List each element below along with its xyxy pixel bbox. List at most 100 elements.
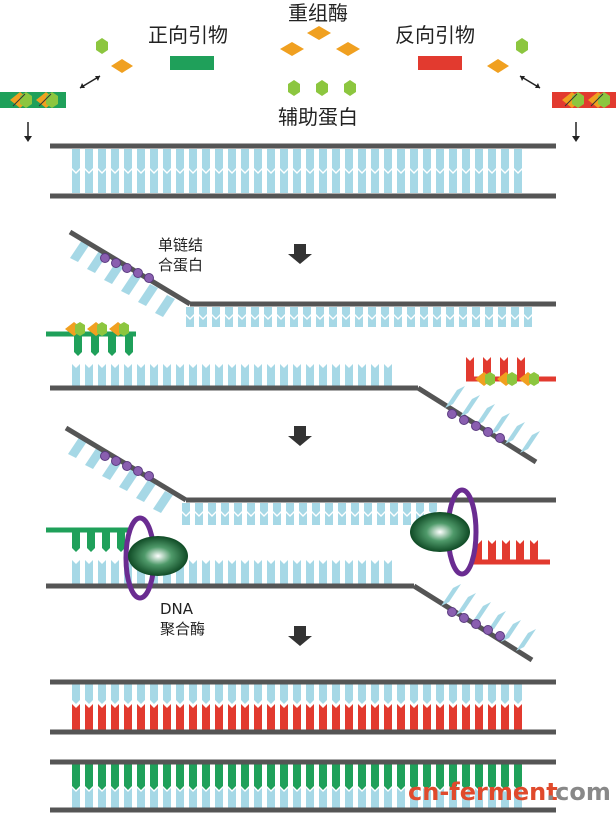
reverse-primer-label: 反向引物 [395,23,475,47]
base-bottom [137,704,145,730]
base-bottom [342,316,350,327]
base-displaced [441,584,461,606]
base-top [410,764,418,790]
recombinase-label: 重组酶 [288,1,348,25]
base-bottom [351,513,359,525]
base-bottom [433,316,441,327]
base-bottom [202,788,210,808]
base-primer [516,540,524,560]
watermark-part2: .com [546,778,611,806]
base-bottom [403,513,411,525]
base-bottom [410,170,418,193]
base-top [280,149,288,172]
base-bottom [163,788,171,808]
ssb-protein [447,607,457,617]
base-bottom [111,788,119,808]
ssb-protein [111,258,121,268]
base-bottom [394,316,402,327]
base-bottom [345,704,353,730]
base-top [111,764,119,790]
ssb-label-line1: 单链结 [158,236,203,254]
base-top [163,764,171,790]
ssb-label-line2: 合蛋白 [158,256,203,274]
base-top [280,764,288,790]
base-bottom [215,560,223,584]
base-bottom [384,788,392,808]
base-top [137,149,145,172]
base-top [436,149,444,172]
base-top [163,149,171,172]
components-legend: 正向引物 重组酶 反向引物 辅助蛋白 [0,1,616,142]
polymerase-label-line1: DNA [160,600,194,618]
base-bottom [124,170,132,193]
base-top [199,307,207,318]
base-top [251,307,259,318]
base-top [280,684,288,704]
base-bottom [251,316,259,327]
base-bottom [195,513,203,525]
polymerase-body [128,536,188,576]
base-bottom [202,560,210,584]
base-bottom [111,170,119,193]
base-bottom [137,170,145,193]
base-top [111,149,119,172]
reverse-primer-swatch [418,56,462,70]
base-bottom [332,170,340,193]
base-top [124,149,132,172]
base-bottom [264,316,272,327]
base-top [397,684,405,704]
base-top [345,764,353,790]
base-top [202,149,210,172]
base-bottom [163,364,171,386]
base-bottom [514,788,522,808]
base-top [225,307,233,318]
base-displaced [136,480,156,502]
base-top [286,503,294,515]
polymerase-body [410,512,470,552]
base-top [410,684,418,704]
base-bottom [241,170,249,193]
base-top [371,149,379,172]
base-top [462,149,470,172]
base-top [462,684,470,704]
base-bottom [501,788,509,808]
base-bottom [293,170,301,193]
base-top [423,764,431,790]
base-top [407,307,415,318]
base-bottom [267,364,275,386]
base-bottom [85,560,93,584]
base-top [332,764,340,790]
base-bottom [85,170,93,193]
down-arrow-icon [288,244,312,264]
base-bottom [436,170,444,193]
base-top [371,764,379,790]
base-bottom [358,364,366,386]
base-bottom [85,704,93,730]
base-bottom [176,170,184,193]
base-primer [517,357,525,377]
base-bottom [189,704,197,730]
base-bottom [150,704,158,730]
base-bottom [381,316,389,327]
base-bottom [150,364,158,386]
base-top [514,684,522,704]
base-top [345,684,353,704]
base-bottom [319,560,327,584]
base-bottom [241,788,249,808]
ssb-protein [133,268,143,278]
base-bottom [319,170,327,193]
base-displaced [516,629,536,651]
base-top [212,307,220,318]
helper-protein-label: 辅助蛋白 [278,105,358,129]
base-displaced [475,404,495,426]
base-displaced [138,284,158,306]
base-top [384,764,392,790]
base-top [364,503,372,515]
base-bottom [163,704,171,730]
base-bottom [511,316,519,327]
base-bottom [358,560,366,584]
base-top [397,149,405,172]
base-bottom [358,788,366,808]
base-bottom [254,364,262,386]
